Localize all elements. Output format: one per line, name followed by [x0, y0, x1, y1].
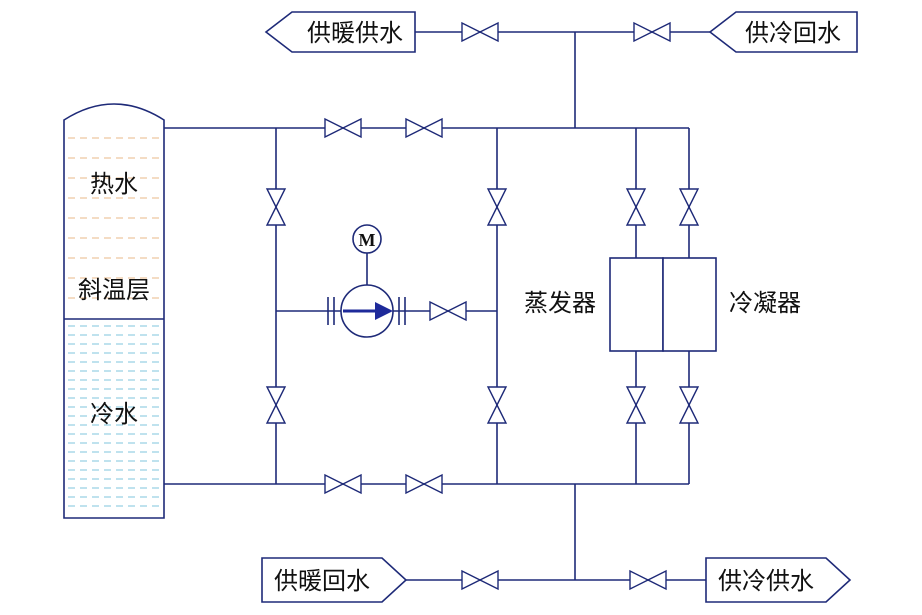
valve-cooling-return[interactable]	[633, 22, 671, 42]
valve-cooling-supply[interactable]	[629, 570, 667, 590]
valve-bottom-header-2[interactable]	[405, 474, 443, 494]
hot-water-label: 热水	[90, 170, 138, 198]
heating-return-arrow-shape	[261, 557, 408, 603]
heating-supply-tag: 供暖供水	[264, 11, 416, 53]
condenser-label: 冷凝器	[729, 289, 801, 317]
pump-assembly[interactable]: M	[327, 224, 406, 338]
cooling-return-tag: 供冷回水	[708, 11, 858, 53]
cooling-supply-arrow-shape	[705, 557, 852, 603]
evaporator-box	[609, 257, 664, 352]
hot-water-zone-lines	[68, 137, 160, 299]
valve-left-lower[interactable]	[266, 386, 286, 424]
heating-return-tag: 供暖回水	[261, 557, 408, 603]
valve-top-header-2[interactable]	[405, 118, 443, 138]
thermocline-label: 斜温层	[78, 276, 150, 304]
cooling-return-arrow-shape	[708, 11, 858, 53]
evaporator-label: 蒸发器	[524, 289, 596, 317]
valve-left-upper[interactable]	[266, 188, 286, 226]
cooling-supply-label: 供冷供水	[718, 567, 814, 595]
valve-heating-return[interactable]	[461, 570, 499, 590]
tank-outline	[63, 103, 165, 519]
valve-middle-upper[interactable]	[487, 188, 507, 226]
valve-condenser-outlet[interactable]	[679, 386, 699, 424]
chiller-unit: 蒸发器 冷凝器	[524, 257, 801, 352]
condenser-box	[662, 257, 717, 352]
cooling-supply-tag: 供冷供水	[705, 557, 852, 603]
valve-top-header-1[interactable]	[324, 118, 362, 138]
heating-supply-label: 供暖供水	[307, 19, 403, 47]
valve-condenser-inlet[interactable]	[679, 188, 699, 226]
storage-tank: 热水 斜温层 冷水	[63, 103, 165, 519]
valve-pump-discharge[interactable]	[429, 301, 467, 321]
heating-supply-arrow-shape	[264, 11, 416, 53]
valve-bottom-header-1[interactable]	[324, 474, 362, 494]
motor-icon	[352, 224, 382, 254]
valve-heating-supply[interactable]	[461, 22, 499, 42]
pump-flow-arrow-head	[375, 302, 393, 320]
cooling-return-label: 供冷回水	[745, 19, 841, 47]
valve-evaporator-outlet[interactable]	[626, 386, 646, 424]
heating-return-label: 供暖回水	[274, 567, 370, 595]
cold-water-zone-lines	[68, 325, 160, 507]
valve-middle-lower[interactable]	[487, 386, 507, 424]
cold-water-label: 冷水	[90, 400, 138, 428]
valve-evaporator-inlet[interactable]	[626, 188, 646, 226]
motor-label: M	[359, 230, 376, 250]
